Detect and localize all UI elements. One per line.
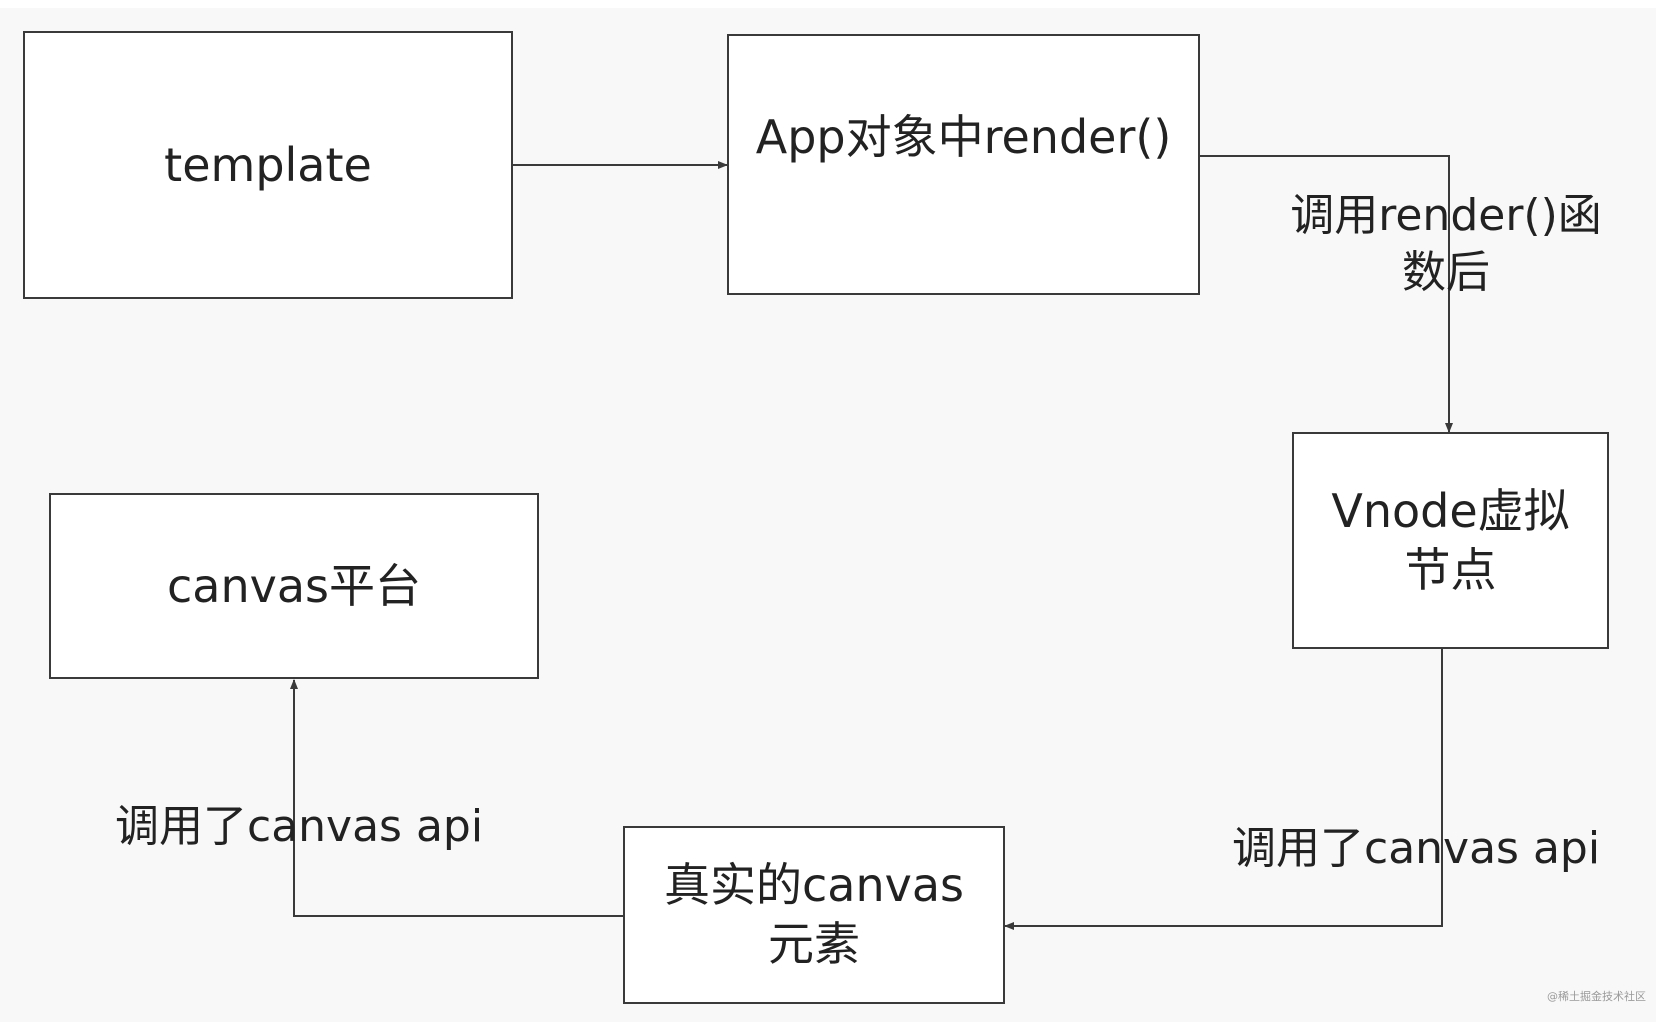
- node-app-render-label: App对象中render(): [755, 110, 1172, 164]
- node-template-label: template: [164, 137, 372, 192]
- edge-vnode-to-real-canvas: [1004, 645, 1443, 930]
- node-vnode-label: Vnode虚拟节点: [1331, 483, 1570, 597]
- node-vnode: Vnode虚拟节点: [1292, 432, 1609, 649]
- node-app-render: App对象中render(): [727, 34, 1200, 295]
- edge-label-app-to-vnode: 调用render()函数后: [1290, 190, 1602, 299]
- watermark: @稀土掘金技术社区: [1547, 990, 1646, 1003]
- node-real-canvas-label: 真实的canvas元素: [663, 858, 964, 971]
- node-canvas-platform: canvas平台: [49, 493, 539, 679]
- node-template: template: [23, 31, 513, 299]
- edge-label-real-canvas-to-platform: 调用了canvas api: [115, 801, 484, 852]
- edge-label-vnode-to-real-canvas: 调用了canvas api: [1232, 823, 1601, 874]
- node-real-canvas: 真实的canvas元素: [623, 826, 1005, 1004]
- node-canvas-platform-label: canvas平台: [166, 558, 421, 613]
- top-strip: [0, 0, 1656, 8]
